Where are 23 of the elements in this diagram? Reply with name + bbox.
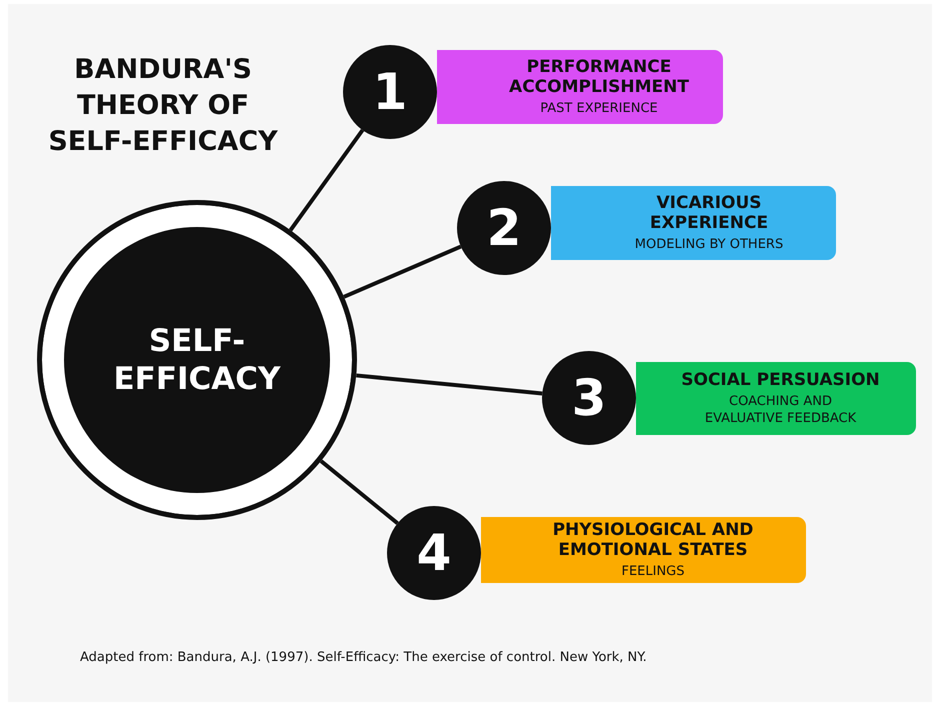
factor-description: COACHING AND EVALUATIVE FEEDBACK [704,393,858,427]
caption: Adapted from: Bandura, A.J. (1997). Self-Efficacy: The exercise of control. New York, NY. [80,649,648,667]
connector-line [343,244,462,299]
factor-heading: SOCIAL PERSUASION [681,370,880,390]
factor-box [437,50,723,124]
title: BANDURA'S THEORY OF SELF-EFFICACY [47,53,279,159]
step-number: 4 [416,525,452,581]
step-number: 3 [572,370,606,426]
connector-line [356,373,542,396]
factor-description: MODELING BY OTHERS [634,236,784,253]
factor-heading: PERFORMANCE ACCOMPLISHMENT [508,57,690,97]
step-number: 1 [372,64,408,120]
factor-box [481,517,806,583]
connector-line [320,459,399,525]
factor-heading: VICARIOUS EXPERIENCE [648,193,770,233]
connector-line [288,128,364,232]
step-number: 2 [486,200,522,256]
factor-heading: PHYSIOLOGICAL AND EMOTIONAL STATES [552,520,754,560]
circle-label: SELF-EFFICACY [112,322,282,398]
factor-box [636,362,916,435]
factor-description: PAST EXPERIENCE [540,100,658,117]
factor-box [551,186,836,260]
factor-description: FEELINGS [621,563,685,580]
